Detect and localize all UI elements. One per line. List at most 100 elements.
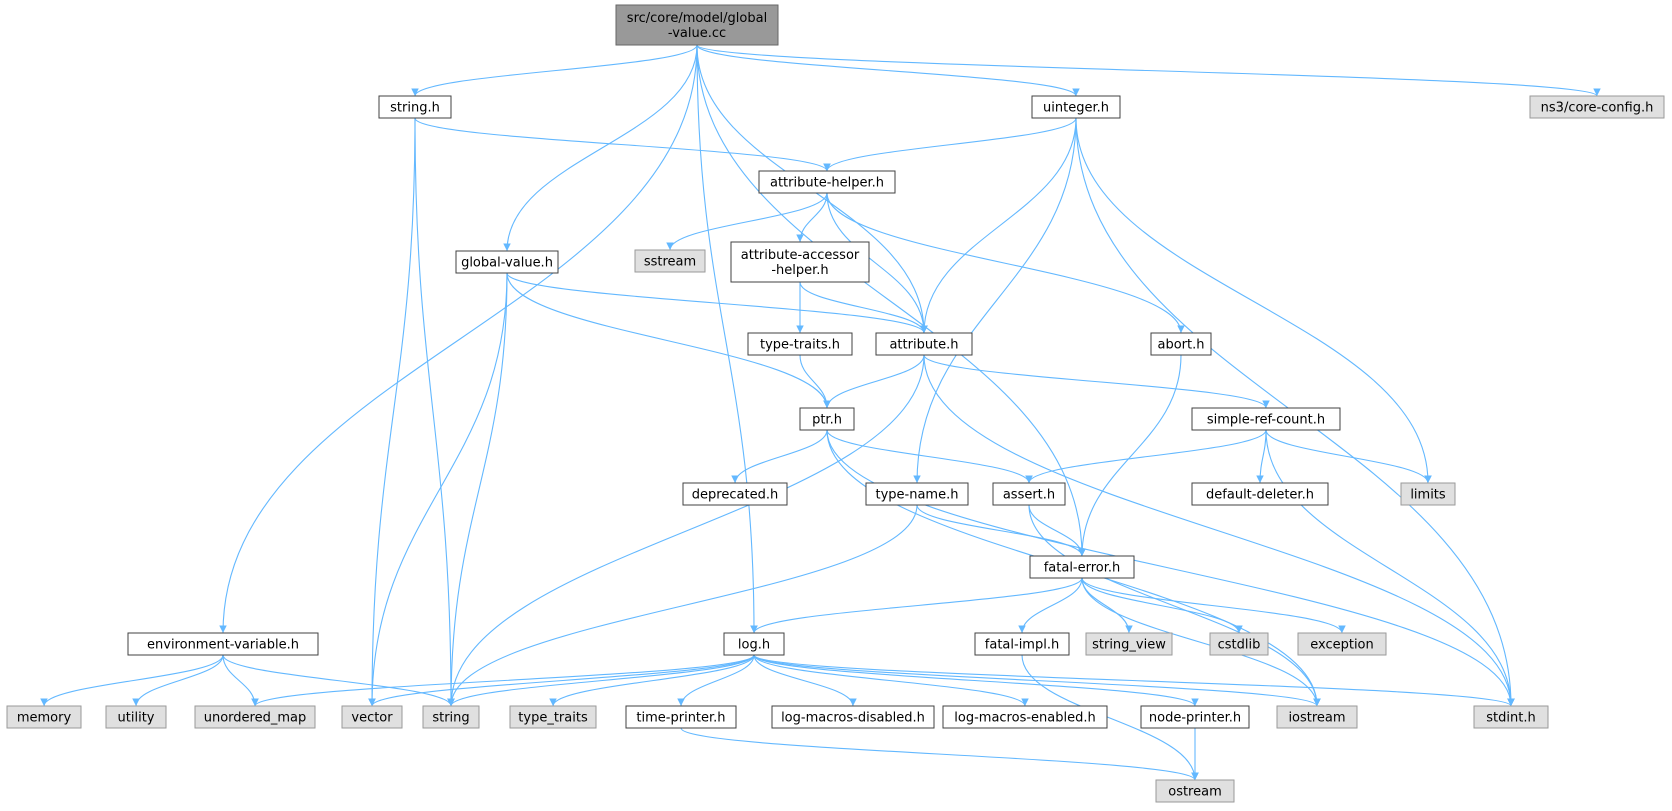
node-label-log_h: log.h: [738, 638, 770, 653]
node-label-global_value_h: global-value.h: [461, 256, 553, 271]
node-global_value_h[interactable]: global-value.h: [455, 250, 559, 274]
edge-uinteger_h-to-limits: [1075, 117, 1432, 484]
node-box-uinteger_h: [1031, 95, 1121, 119]
edge-root-to-env_var: [219, 44, 698, 634]
node-box-utility: [105, 705, 167, 729]
edge-uinteger_h-to-attribute_h: [920, 117, 1077, 334]
edge-log_h-to-string: [447, 654, 755, 707]
node-box-cstdlib: [1209, 632, 1269, 656]
node-box-default_deleter: [1191, 482, 1329, 506]
node-label-type_traits_h: type-traits.h: [760, 338, 840, 353]
node-box-root: [615, 4, 779, 46]
node-string_h[interactable]: string.h: [378, 95, 452, 119]
edge-log_h-to-unordered_map: [251, 654, 755, 707]
edge-fatal_error-to-log_h: [750, 577, 1083, 634]
node-exception: exception: [1297, 632, 1387, 656]
node-uinteger_h[interactable]: uinteger.h: [1031, 95, 1121, 119]
node-box-string_view: [1085, 632, 1173, 656]
node-node_printer[interactable]: node-printer.h: [1140, 705, 1250, 729]
node-label-exception: exception: [1310, 638, 1374, 653]
edge-global_value_h-to-string: [447, 272, 508, 707]
node-log_macros_en[interactable]: log-macros-enabled.h: [942, 705, 1108, 729]
node-box-string: [422, 705, 480, 729]
node-label-default_deleter: default-deleter.h: [1206, 488, 1314, 503]
node-env_var[interactable]: environment-variable.h: [127, 632, 319, 656]
edge-attr_accessor-to-attribute_h: [799, 281, 928, 334]
node-stdint_h: stdint.h: [1473, 705, 1549, 729]
node-box-attribute_h: [875, 332, 973, 356]
node-label-core_config: ns3/core-config.h: [1541, 101, 1654, 116]
node-label-log_macros_en: log-macros-enabled.h: [954, 711, 1095, 726]
node-attribute_helper[interactable]: attribute-helper.h: [758, 170, 896, 194]
node-fatal_error[interactable]: fatal-error.h: [1029, 555, 1135, 579]
node-box-env_var: [127, 632, 319, 656]
edge-root-to-log_h: [696, 44, 758, 634]
node-box-attr_accessor: [730, 241, 870, 283]
edge-global_value_h-to-attribute_h: [506, 272, 928, 334]
node-label-fatal_error: fatal-error.h: [1044, 561, 1121, 576]
node-attribute_h[interactable]: attribute.h: [875, 332, 973, 356]
node-box-stdint_h: [1473, 705, 1549, 729]
node-abort_h[interactable]: abort.h: [1150, 332, 1212, 356]
node-type_traits: type_traits: [509, 705, 597, 729]
node-box-exception: [1297, 632, 1387, 656]
edge-fatal_error-to-fatal_impl: [1018, 577, 1083, 634]
edge-simple_ref-to-default_deleter: [1256, 429, 1267, 484]
edge-fatal_impl-to-ostream: [1021, 654, 1199, 781]
edge-uinteger_h-to-type_name_h: [913, 117, 1077, 484]
node-box-log_macros_dis: [771, 705, 935, 729]
edge-attribute_h-to-simple_ref: [923, 354, 1270, 409]
node-box-fatal_error: [1029, 555, 1135, 579]
edge-attribute_h-to-stdint_h: [923, 354, 1515, 707]
node-label-ostream: ostream: [1168, 785, 1222, 800]
node-type_traits_h[interactable]: type-traits.h: [747, 332, 853, 356]
node-log_h[interactable]: log.h: [723, 632, 785, 656]
file-nodes: src/core/model/global-value.cc string.h ui…: [6, 4, 1665, 803]
node-box-iostream: [1276, 705, 1358, 729]
dependency-edges: [40, 44, 1601, 781]
node-box-log_h: [723, 632, 785, 656]
node-time_printer[interactable]: time-printer.h: [625, 705, 737, 729]
node-box-type_traits: [509, 705, 597, 729]
edge-simple_ref-to-stdint_h: [1265, 429, 1515, 707]
edge-fatal_error-to-iostream: [1081, 577, 1321, 707]
node-type_name_h[interactable]: type-name.h: [865, 482, 969, 506]
node-box-fatal_impl: [974, 632, 1070, 656]
edge-string_h-to-string: [414, 117, 455, 707]
node-box-type_traits_h: [747, 332, 853, 356]
node-log_macros_dis[interactable]: log-macros-disabled.h: [771, 705, 935, 729]
node-simple_ref[interactable]: simple-ref-count.h: [1191, 407, 1341, 431]
node-assert_h[interactable]: assert.h: [992, 482, 1066, 506]
edge-ptr_h-to-stdint_h: [826, 429, 1515, 707]
edge-log_h-to-node_printer: [753, 654, 1199, 707]
node-label-unordered_map: unordered_map: [204, 711, 307, 726]
edge-assert_h-to-fatal_error: [1028, 504, 1086, 557]
node-fatal_impl[interactable]: fatal-impl.h: [974, 632, 1070, 656]
node-box-ptr_h: [799, 407, 855, 431]
node-label-env_var: environment-variable.h: [147, 638, 299, 653]
edge-fatal_error-to-exception: [1081, 577, 1346, 634]
edge-log_h-to-time_printer: [677, 654, 755, 707]
node-label-iostream: iostream: [1288, 711, 1345, 726]
node-attr_accessor[interactable]: attribute-accessor-helper.h: [730, 241, 870, 283]
edge-log_h-to-vector: [368, 654, 755, 707]
node-box-abort_h: [1150, 332, 1212, 356]
node-label-utility: utility: [118, 711, 155, 726]
node-box-string_h: [378, 95, 452, 119]
edge-root-to-uinteger_h: [696, 44, 1080, 97]
node-deprecated_h[interactable]: deprecated.h: [682, 482, 788, 506]
edge-string_h-to-vector: [368, 117, 416, 707]
edge-env_var-to-utility: [132, 654, 224, 707]
edge-env_var-to-unordered_map: [222, 654, 259, 707]
edge-fatal_error-to-cstdlib: [1081, 577, 1243, 634]
edge-env_var-to-memory: [40, 654, 224, 707]
node-label-deprecated_h: deprecated.h: [692, 488, 778, 503]
node-vector: vector: [341, 705, 403, 729]
node-core_config: ns3/core-config.h: [1529, 95, 1665, 119]
node-ptr_h[interactable]: ptr.h: [799, 407, 855, 431]
node-root: src/core/model/global-value.cc: [615, 4, 779, 46]
edge-type_name_h-to-fatal_error: [916, 504, 1086, 557]
node-iostream: iostream: [1276, 705, 1358, 729]
node-default_deleter[interactable]: default-deleter.h: [1191, 482, 1329, 506]
node-sstream: sstream: [634, 249, 706, 273]
